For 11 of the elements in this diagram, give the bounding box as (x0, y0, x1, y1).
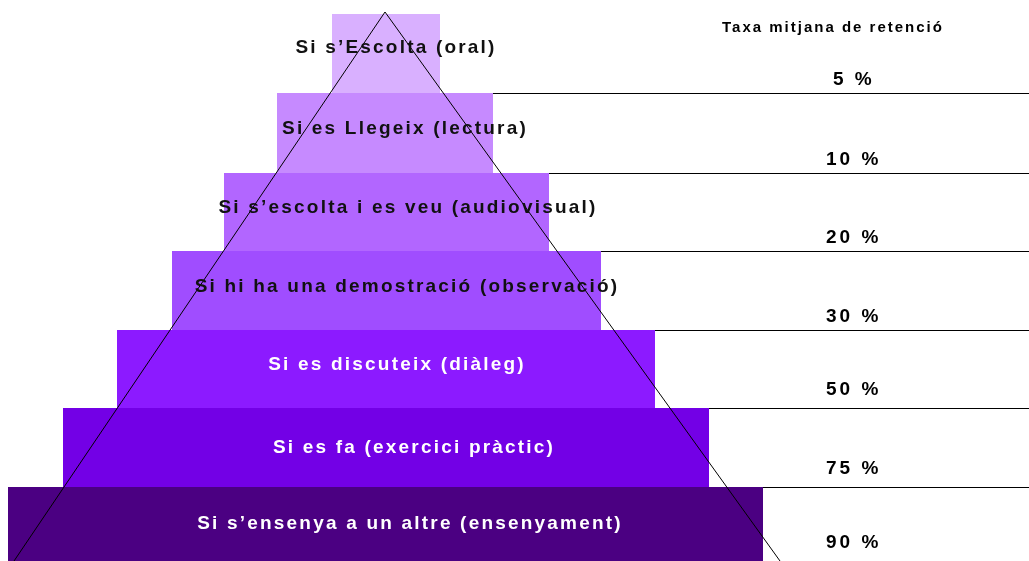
retention-percentage: 50 % (826, 378, 882, 400)
retention-percentage: 20 % (826, 226, 882, 248)
retention-percentage: 10 % (826, 148, 882, 170)
retention-percentage: 90 % (826, 531, 882, 553)
tier-label: Si es discuteix (diàleg) (267, 353, 527, 375)
retention-percentage: 30 % (826, 305, 882, 327)
retention-percentage: 5 % (833, 68, 875, 90)
column-heading: Taxa mitjana de retenció (722, 18, 944, 35)
tier-label: Si s’ensenya a un altre (ensenyament) (196, 512, 624, 534)
retention-percentage: 75 % (826, 457, 882, 479)
tier-label: Si es fa (exercici pràctic) (271, 435, 557, 458)
